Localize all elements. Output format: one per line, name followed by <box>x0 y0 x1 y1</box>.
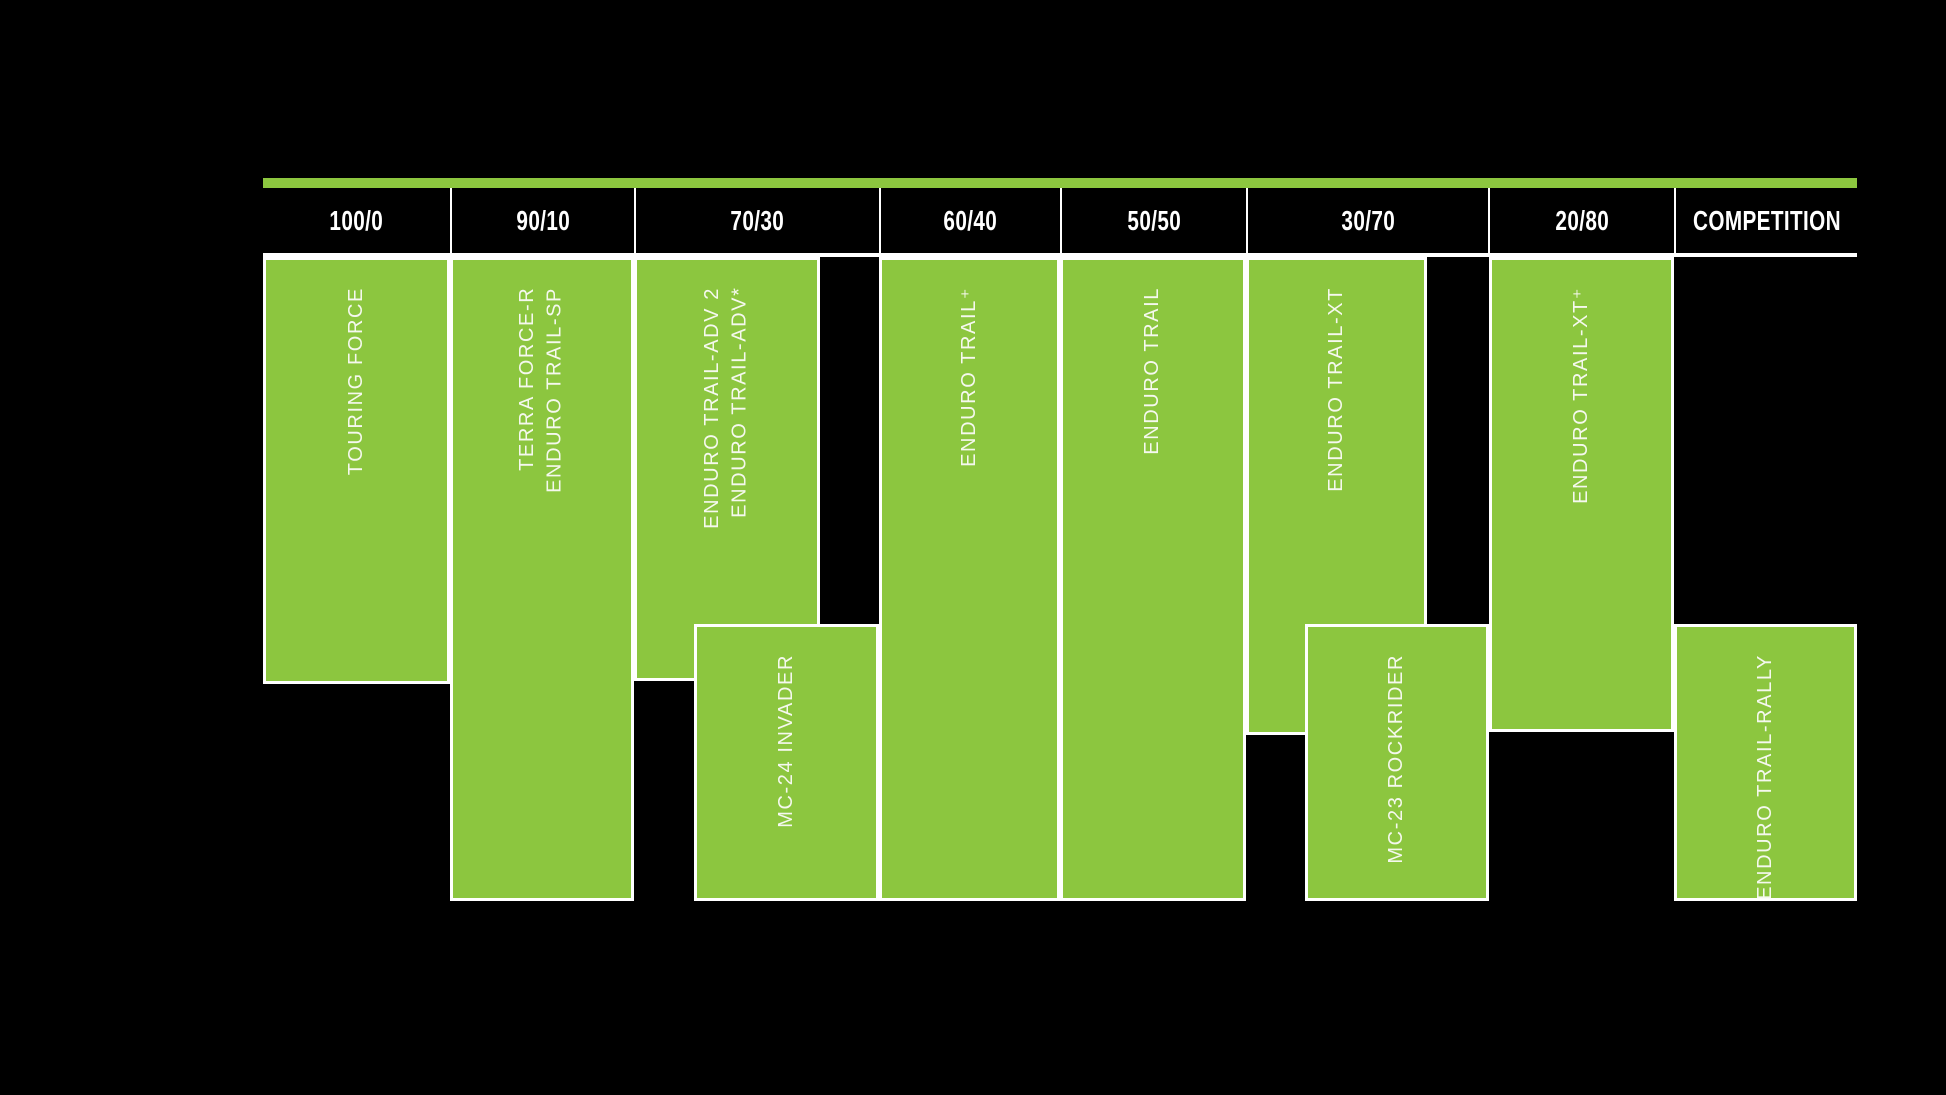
product-block-enduro-trail-xt-plus: ENDURO TRAIL-XT⁺ <box>1489 257 1674 732</box>
header-cell-50-50: 50/50 <box>1060 188 1246 253</box>
product-label-wrap: ENDURO TRAIL⁺ <box>882 287 1057 467</box>
header-cell-20-80: 20/80 <box>1488 188 1674 253</box>
product-label: ENDURO TRAIL⁺ <box>957 287 980 467</box>
product-label-wrap: ENDURO TRAIL <box>1063 287 1243 455</box>
header-cell-100-0: 100/0 <box>263 188 450 253</box>
product-label: MC-24 INVADER <box>774 654 797 828</box>
header-cell-label: 50/50 <box>1127 204 1181 236</box>
header-cell-competition: COMPETITION <box>1674 188 1857 253</box>
product-label: ENDURO TRAIL-RALLY <box>1753 654 1776 900</box>
product-label-wrap: ENDURO TRAIL-RALLY <box>1677 654 1854 900</box>
header-cell-30-70: 30/70 <box>1246 188 1488 253</box>
product-label: MC-23 ROCKRIDER <box>1385 654 1408 864</box>
header-top-bar <box>263 178 1857 188</box>
product-label: TERRA FORCE-R ENDURO TRAIL-SP <box>516 287 566 493</box>
product-label: ENDURO TRAIL <box>1141 287 1164 455</box>
header-cell-70-30: 70/30 <box>634 188 879 253</box>
header-cell-label: 60/40 <box>943 204 998 236</box>
header-underline <box>263 253 1857 257</box>
header-cell-label: 70/30 <box>730 204 785 236</box>
product-block-enduro-trail-adv: ENDURO TRAIL-ADV 2 ENDURO TRAIL-ADV* <box>634 257 820 681</box>
header-cell-label: COMPETITION <box>1692 204 1841 236</box>
product-block-mc24-invader: MC-24 INVADER <box>694 624 879 901</box>
header-cell-label: 30/70 <box>1341 204 1395 236</box>
product-label: TOURING FORCE <box>344 287 367 476</box>
product-label-wrap: ENDURO TRAIL-XT⁺ <box>1492 287 1671 504</box>
header-cell-label: 90/10 <box>516 204 570 236</box>
product-label-wrap: MC-24 INVADER <box>697 654 876 828</box>
header-cell-60-40: 60/40 <box>879 188 1060 253</box>
header-cell-90-10: 90/10 <box>450 188 634 253</box>
product-block-terra-force-r: TERRA FORCE-R ENDURO TRAIL-SP <box>450 257 634 901</box>
product-label-wrap: ENDURO TRAIL-XT <box>1249 287 1424 492</box>
product-label-wrap: TOURING FORCE <box>266 287 447 475</box>
product-label: ENDURO TRAIL-XT <box>1324 287 1347 492</box>
product-block-mc23-rockrider: MC-23 ROCKRIDER <box>1305 624 1489 901</box>
product-block-touring-force: TOURING FORCE <box>263 257 450 684</box>
product-label-wrap: ENDURO TRAIL-ADV 2 ENDURO TRAIL-ADV* <box>637 287 817 529</box>
product-block-enduro-trail-plus: ENDURO TRAIL⁺ <box>879 257 1060 901</box>
product-label: ENDURO TRAIL-XT⁺ <box>1569 287 1592 504</box>
product-label: ENDURO TRAIL-ADV 2 ENDURO TRAIL-ADV* <box>701 287 751 529</box>
product-label-wrap: MC-23 ROCKRIDER <box>1308 654 1486 864</box>
header-cell-label: 100/0 <box>329 204 384 236</box>
header-cell-label: 20/80 <box>1555 204 1609 236</box>
product-label-wrap: TERRA FORCE-R ENDURO TRAIL-SP <box>453 287 631 493</box>
product-block-enduro-trail: ENDURO TRAIL <box>1060 257 1246 901</box>
product-block-enduro-trail-rally: ENDURO TRAIL-RALLY <box>1674 624 1857 901</box>
